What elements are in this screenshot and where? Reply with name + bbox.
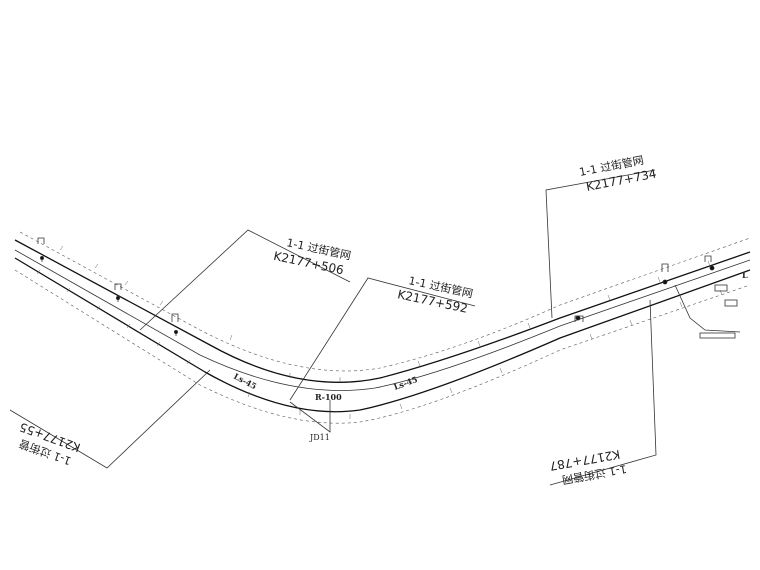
- station-ticks: [36, 245, 723, 419]
- leader-734: [545, 169, 656, 319]
- road-boundary-lower: [14, 269, 751, 424]
- jd-label: JD11: [309, 433, 330, 442]
- callout-506: 1-1 过街管网 K2177+506: [272, 235, 352, 277]
- radius-label: R-100: [315, 392, 342, 402]
- callout-leaders: [9, 169, 657, 486]
- jd-leader: [289, 400, 331, 433]
- road-edge-upper: [14, 249, 751, 391]
- edge-right-label: L: [742, 270, 748, 280]
- facility-marks: [37, 237, 715, 336]
- leader-592: [289, 277, 476, 401]
- road-boundary-upper: [19, 231, 751, 372]
- leader-787: [549, 299, 657, 486]
- road-centerline: [14, 239, 751, 383]
- curve-annotations: Ls-45 R-100 Ls-45 JD11 L: [232, 270, 748, 442]
- callout-734: 1-1 过街管网 K2177+734: [578, 153, 658, 194]
- ls-right-label: Ls-45: [392, 374, 419, 392]
- leader-55: [9, 369, 211, 469]
- callout-787: 1-1 过街管网 K2177+787: [548, 447, 627, 487]
- road-edge-lower: [14, 257, 751, 413]
- callout-55: 1-1 过街管 K2177+55: [17, 420, 82, 469]
- right-detail: [674, 284, 741, 339]
- road-alignment: [14, 231, 751, 424]
- callout-592: 1-1 过街管网 K2177+592: [396, 273, 474, 316]
- leader-506: [139, 229, 351, 331]
